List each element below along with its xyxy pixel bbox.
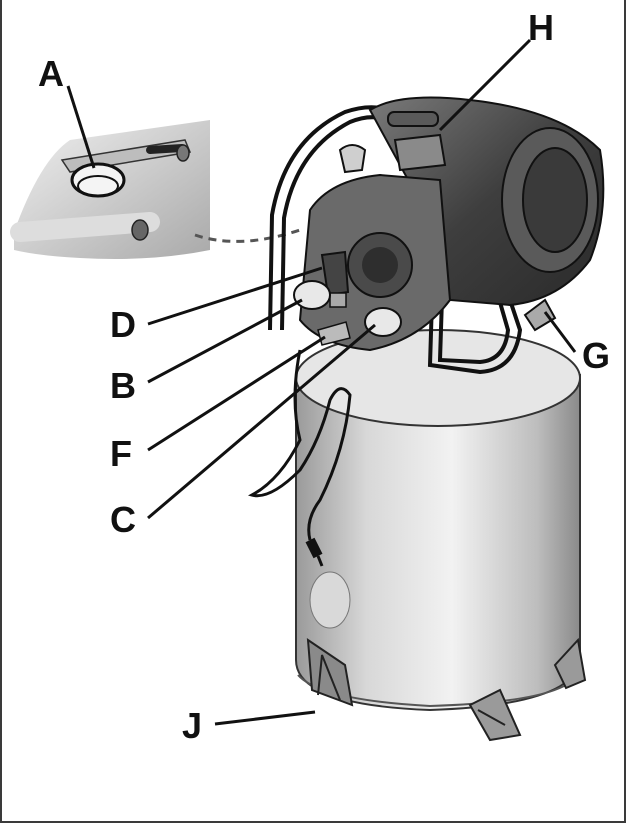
callout-f: F: [110, 433, 132, 474]
callout-c: C: [110, 499, 136, 540]
drain-valve-g: [523, 298, 557, 332]
carry-handle: [387, 111, 439, 127]
support-feet: [306, 637, 587, 742]
air-tank: [295, 329, 581, 712]
motor-housing: [298, 96, 605, 352]
callout-j: J: [182, 705, 203, 746]
gauge-c: [364, 307, 402, 337]
power-cord: [247, 349, 352, 567]
callout-a: A: [38, 53, 64, 94]
leader-lines: [66, 38, 577, 726]
gauge-b: [293, 280, 331, 310]
controls: [293, 250, 557, 346]
callout-g: G: [582, 335, 611, 376]
callout-d: D: [110, 304, 136, 345]
callout-b: B: [110, 365, 136, 406]
regulator-knob-d: [320, 250, 350, 297]
inset-detail: [10, 120, 301, 259]
callout-h: H: [528, 7, 554, 48]
